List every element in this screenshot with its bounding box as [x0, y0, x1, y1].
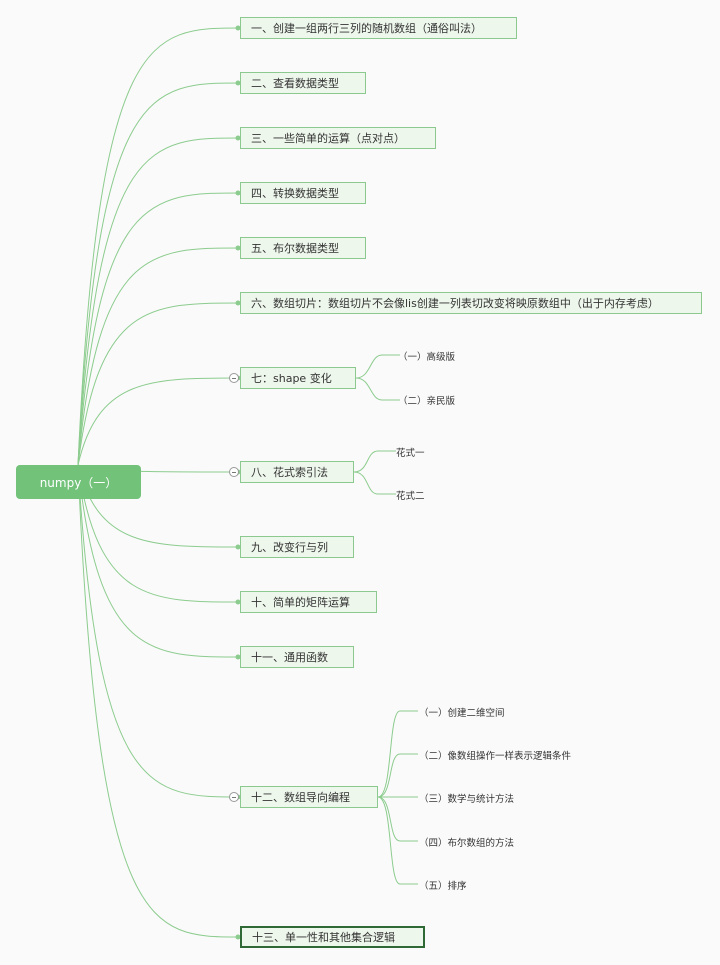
topic-10[interactable]: 十、简单的矩阵运算 [240, 591, 377, 613]
topic-label: 六、数组切片：数组切片不会像lis创建一列表切改变将映原数组中（出于内存考虑） [251, 297, 659, 310]
topic-label: 十三、单一性和其他集合逻辑 [252, 931, 395, 944]
topic-11[interactable]: 十一、通用函数 [240, 646, 354, 668]
topic-label: 五、布尔数据类型 [251, 242, 339, 255]
subtopic-12-3[interactable]: （三）数学与统计方法 [419, 794, 515, 805]
subtopic-12-5[interactable]: （五）排序 [419, 881, 467, 892]
topic-label: 十、简单的矩阵运算 [251, 596, 350, 609]
subtopic-12-4[interactable]: （四）布尔数组的方法 [419, 838, 515, 849]
topic-7[interactable]: 七：shape 变化 [240, 367, 356, 389]
root-label: numpy（一） [39, 475, 118, 490]
topic-label: 四、转换数据类型 [251, 187, 339, 200]
subtopic-8-2[interactable]: 花式二 [396, 491, 425, 502]
collapse-toggle-12[interactable] [229, 792, 239, 802]
topic-2[interactable]: 二、查看数据类型 [240, 72, 366, 94]
topic-8[interactable]: 八、花式索引法 [240, 461, 354, 483]
topic-4[interactable]: 四、转换数据类型 [240, 182, 366, 204]
collapse-toggle-7[interactable] [229, 373, 239, 383]
subtopic-7-1[interactable]: （一）高级版 [398, 352, 456, 363]
subtopic-7-2[interactable]: （二）亲民版 [398, 396, 456, 407]
topic-1[interactable]: 一、创建一组两行三列的随机数组（通俗叫法） [240, 17, 517, 39]
root-topic[interactable]: numpy（一） [16, 465, 141, 499]
subtopic-12-2[interactable]: （二）像数组操作一样表示逻辑条件 [419, 751, 572, 762]
topic-label: 八、花式索引法 [251, 466, 328, 479]
topic-6[interactable]: 六、数组切片：数组切片不会像lis创建一列表切改变将映原数组中（出于内存考虑） [240, 292, 702, 314]
topic-9[interactable]: 九、改变行与列 [240, 536, 354, 558]
topic-label: 三、一些简单的运算（点对点） [251, 132, 405, 145]
topic-3[interactable]: 三、一些简单的运算（点对点） [240, 127, 436, 149]
topic-13[interactable]: 十三、单一性和其他集合逻辑 [240, 926, 425, 948]
subtopic-12-1[interactable]: （一）创建二维空间 [419, 708, 505, 719]
topic-label: 七：shape 变化 [251, 372, 332, 385]
topic-label: 二、查看数据类型 [251, 77, 339, 90]
topic-label: 一、创建一组两行三列的随机数组（通俗叫法） [251, 22, 482, 35]
topic-5[interactable]: 五、布尔数据类型 [240, 237, 366, 259]
topic-12[interactable]: 十二、数组导向编程 [240, 786, 378, 808]
topic-label: 九、改变行与列 [251, 541, 328, 554]
collapse-toggle-8[interactable] [229, 467, 239, 477]
topic-label: 十二、数组导向编程 [251, 791, 350, 804]
subtopic-8-1[interactable]: 花式一 [396, 448, 425, 459]
topic-label: 十一、通用函数 [251, 651, 328, 664]
